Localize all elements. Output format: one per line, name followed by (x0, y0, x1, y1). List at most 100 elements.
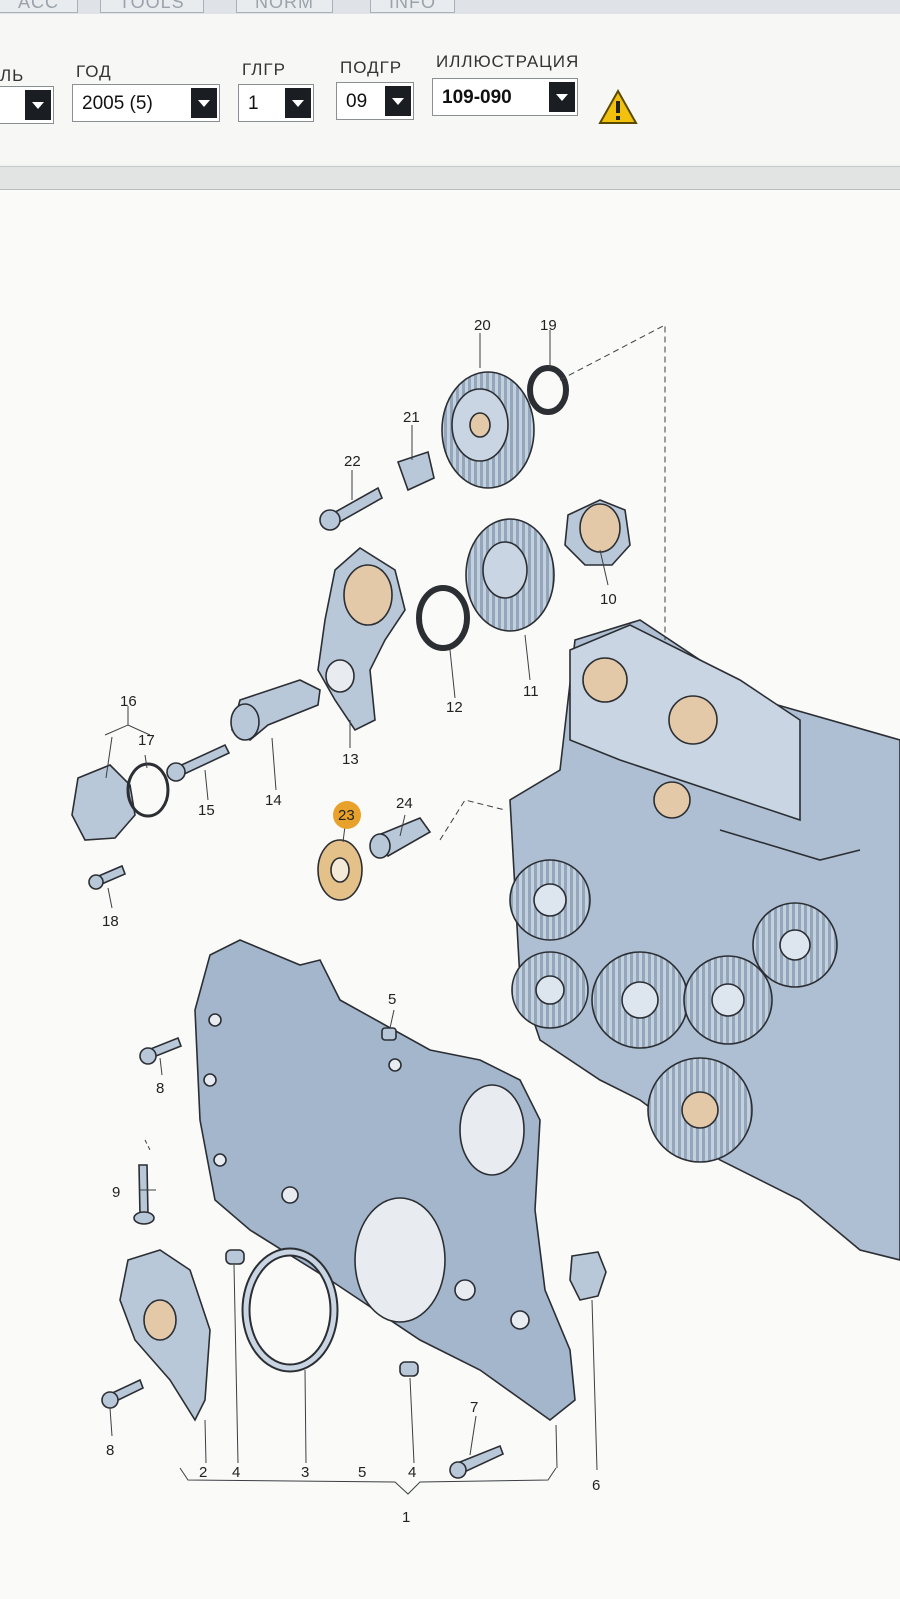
exploded-view-illustration: 20 19 21 22 10 11 12 13 14 15 16 17 18 2… (71, 317, 900, 1526)
callout-18[interactable]: 18 (102, 913, 119, 930)
washer-part-19 (527, 365, 569, 415)
leader-line (233, 1264, 239, 1464)
leader-line (409, 1377, 415, 1464)
chevron-down-icon[interactable] (25, 90, 51, 120)
callout-17[interactable]: 17 (138, 732, 155, 749)
callout-23[interactable]: 23 (338, 807, 355, 824)
axis-line (439, 799, 506, 841)
model-label: ЛЬ (0, 66, 25, 85)
leader-line (599, 549, 609, 586)
bolt-head (449, 1461, 467, 1479)
callout-11[interactable]: 11 (523, 683, 539, 700)
washer-part-12 (416, 585, 470, 651)
callout-20[interactable]: 20 (474, 317, 491, 334)
bolt-head (139, 1047, 157, 1065)
callout-5-upper[interactable]: 5 (388, 991, 396, 1008)
o-ring-part-17 (126, 762, 170, 818)
tab-acc[interactable]: ACC (0, 0, 79, 13)
bolt-head (166, 762, 186, 782)
leader-line (389, 1009, 395, 1029)
gear-bore (330, 857, 350, 883)
sub-group-value: 09 (346, 91, 368, 112)
leader-bracket (179, 1467, 557, 1495)
tab-norm[interactable]: NORM (236, 0, 333, 13)
callout-8-lower[interactable]: 8 (106, 1442, 114, 1459)
seal-ring-inner (243, 1249, 337, 1371)
bracket-bore (343, 564, 393, 626)
model-select[interactable] (0, 86, 54, 124)
chevron-down-icon[interactable] (191, 88, 217, 118)
callout-7[interactable]: 7 (470, 1399, 478, 1416)
leader-line (591, 1299, 598, 1471)
chevron-down-icon[interactable] (285, 88, 311, 118)
leader-line (449, 649, 456, 699)
sub-group-label: ПОДГР (340, 58, 403, 77)
callout-12[interactable]: 12 (446, 699, 463, 716)
gear-bore (469, 412, 491, 438)
callout-15[interactable]: 15 (198, 802, 215, 819)
callout-8-upper[interactable]: 8 (156, 1080, 164, 1097)
leader-line (469, 1415, 477, 1456)
leader-line (107, 887, 113, 909)
engine-block (509, 619, 900, 1261)
callout-24[interactable]: 24 (396, 795, 413, 812)
bolt-head (319, 509, 341, 531)
illustration-label: ИЛЛЮСТРАЦИЯ (436, 52, 580, 71)
warning-icon[interactable] (598, 88, 638, 126)
tab-strip: ACC TOOLS NORM INFO (0, 0, 900, 15)
leader-line (204, 769, 209, 801)
year-value: 2005 (5) (82, 93, 153, 114)
callout-4-left[interactable]: 4 (232, 1464, 240, 1481)
callout-6[interactable]: 6 (592, 1477, 600, 1494)
pin-end (369, 833, 391, 859)
callout-5-lower[interactable]: 5 (358, 1464, 366, 1481)
main-group-select[interactable]: 1 (238, 84, 314, 122)
chevron-down-icon[interactable] (549, 82, 575, 112)
year-select[interactable]: 2005 (5) (72, 84, 220, 122)
callout-13[interactable]: 13 (342, 751, 359, 768)
callout-10[interactable]: 10 (600, 591, 617, 608)
leader-line (109, 1407, 113, 1437)
callout-22[interactable]: 22 (344, 453, 361, 470)
flange-bore (143, 1299, 177, 1341)
main-group-label: ГЛГР (242, 60, 286, 79)
cap-part-6 (569, 1251, 607, 1301)
callout-21[interactable]: 21 (403, 409, 420, 426)
callout-2[interactable]: 2 (199, 1464, 207, 1481)
illustration-select[interactable]: 109-090 (432, 78, 578, 116)
filter-toolbar: ЛЬ ГОД 2005 (5) ГЛГР 1 ПОДГР 09 ИЛЛЮСТРА… (0, 14, 900, 164)
leader-line (271, 737, 277, 791)
toolbar-separator (0, 166, 900, 190)
highlight-marker (333, 801, 361, 829)
shaft-end (230, 703, 260, 741)
axis-line (144, 1139, 151, 1151)
bushing-part-4a (225, 1249, 245, 1265)
bolt-head (88, 874, 104, 890)
callout-19[interactable]: 19 (540, 317, 557, 334)
callout-4-right[interactable]: 4 (408, 1464, 416, 1481)
leader-line (524, 634, 531, 681)
leader-line (304, 1369, 307, 1464)
leader-line (555, 1424, 558, 1469)
leader-line (204, 1419, 207, 1464)
bracket-hole (325, 659, 355, 693)
callout-9[interactable]: 9 (112, 1184, 120, 1201)
callout-3[interactable]: 3 (301, 1464, 309, 1481)
bushing-part-4b (399, 1361, 419, 1377)
sleeve-part-21 (396, 450, 435, 492)
callout-14[interactable]: 14 (265, 792, 282, 809)
cover-part-16 (71, 764, 136, 841)
year-label: ГОД (76, 62, 112, 81)
leader-line (159, 1057, 163, 1076)
callout-16[interactable]: 16 (120, 693, 137, 710)
callout-1[interactable]: 1 (402, 1509, 410, 1526)
chevron-down-icon[interactable] (385, 86, 411, 116)
bolt-head (101, 1391, 119, 1409)
bolt-head (133, 1211, 155, 1225)
shaft-bore (579, 503, 621, 553)
sub-group-select[interactable]: 09 (336, 82, 414, 120)
nut-part-5 (381, 1027, 397, 1041)
tab-tools[interactable]: TOOLS (100, 0, 204, 13)
tab-info[interactable]: INFO (370, 0, 455, 13)
illustration-value: 109-090 (442, 87, 512, 108)
